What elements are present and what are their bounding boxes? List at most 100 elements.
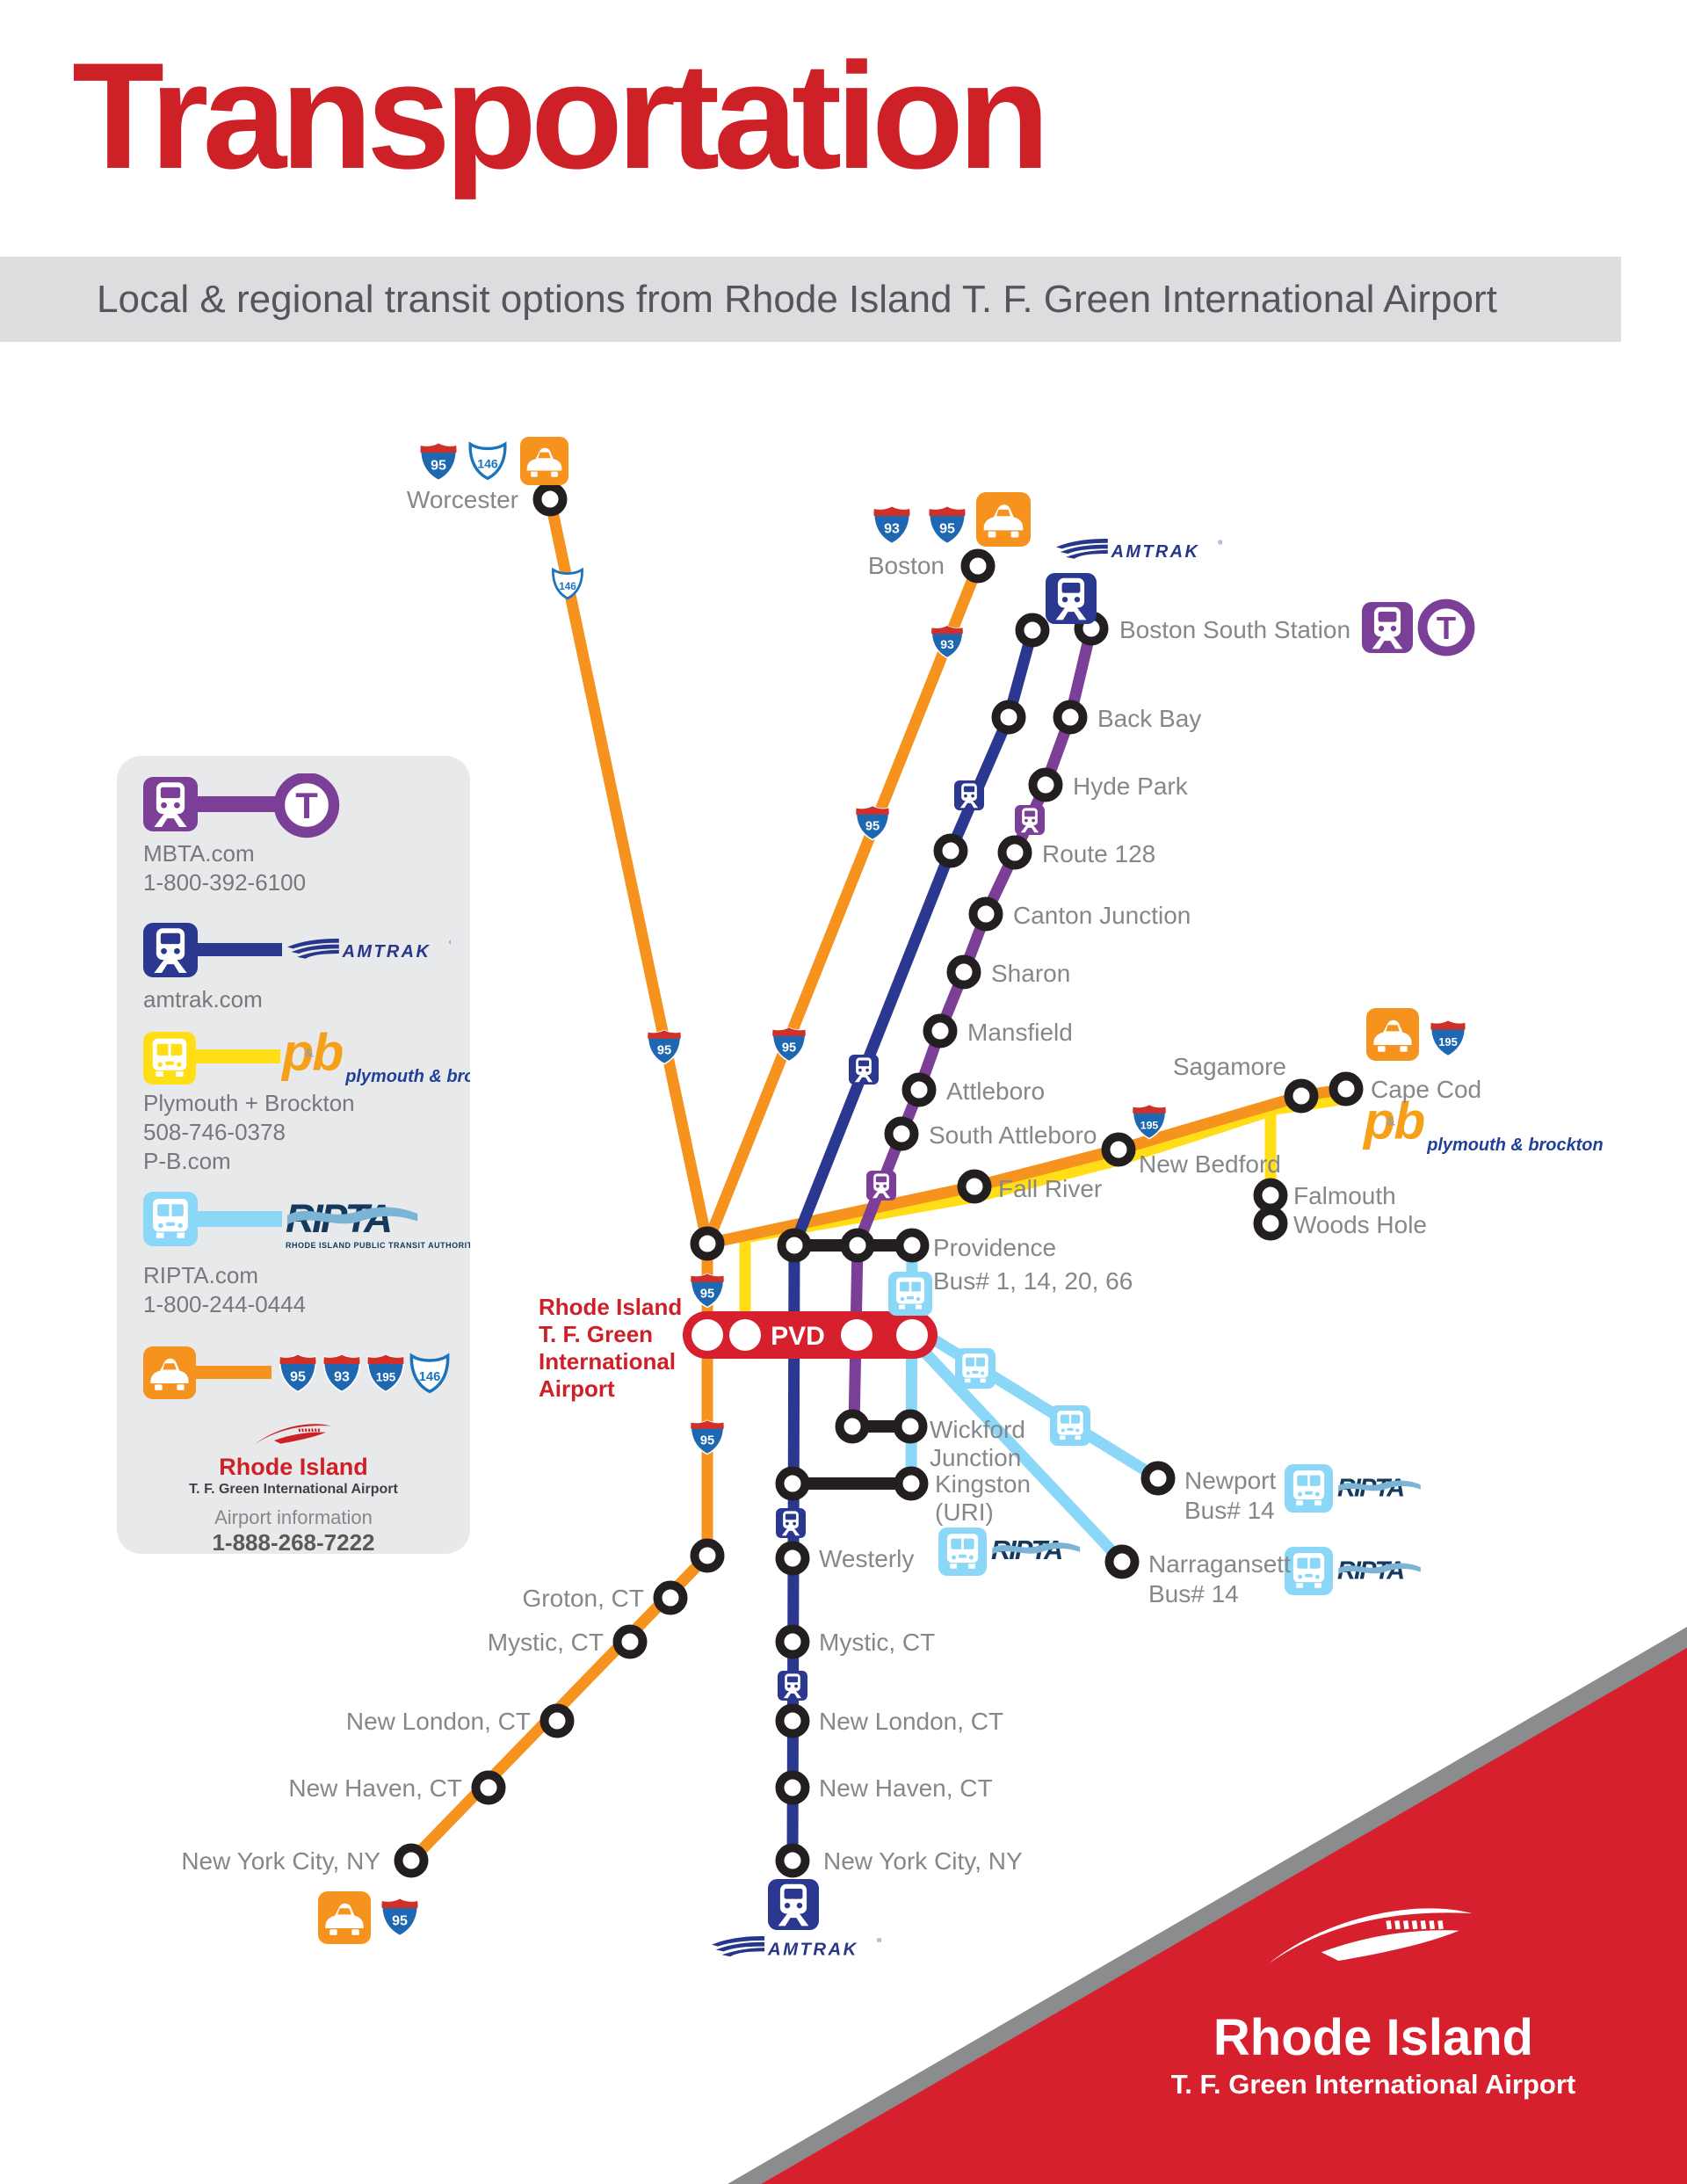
mbta-legend-art: T [143,773,340,838]
map-label: Boston [868,552,945,579]
map-label: (URI) [935,1498,994,1526]
map-label: & [305,1046,314,1060]
station-marker [775,1770,810,1805]
map-label: Attleboro [946,1077,1045,1105]
map-label: Sharon [991,960,1070,987]
map-label: ® [1218,540,1222,547]
pvd-label: PVD [771,1322,825,1351]
highway-shield-95: 95 [647,1029,682,1065]
station-marker [532,482,568,517]
map-label: T [295,785,318,826]
map-label: Westerly [819,1545,914,1572]
map-label: b [1394,1093,1425,1150]
map-label: 95 [700,1288,714,1302]
station-marker [1140,1461,1176,1496]
train-icon [1362,602,1413,653]
highway-shield-93: 93 [872,505,911,545]
map-label: 93 [940,637,954,651]
map-label: 95 [865,820,880,834]
map-label: 195 [1438,1035,1458,1048]
station-marker [471,1770,506,1805]
corner-brand-name: Rhode Island [1213,2009,1533,2066]
airport-map-label: International [539,1348,676,1375]
amtrak-legend-art: AMTRAK® [143,923,451,977]
plane-swoosh-icon [254,1424,331,1445]
car-icon [976,492,1031,547]
airport-logo-name: Rhode Island [219,1454,368,1480]
ripta-logo: RIPTA [1337,1474,1421,1502]
map-label: p [1362,1093,1395,1150]
map-label: Boston South Station [1119,616,1350,643]
map-label: b [312,1025,344,1082]
ripta-logo: RIPTA [286,1196,418,1241]
mbta-t-icon: T [1417,599,1475,657]
map-label: Junction [930,1444,1021,1471]
station-marker [957,1169,992,1204]
map-label: Wickford [930,1416,1025,1443]
highway-shield-146: 146 [409,1353,450,1394]
map-label: plymouth & brockton [344,1067,470,1086]
map-label: ® [877,1937,881,1944]
map-label: Fall River [998,1175,1102,1202]
map-label: Narragansett [1148,1550,1291,1578]
highway-shield-95: 95 [419,442,458,482]
bus-icon [1285,1547,1333,1595]
car-icon [520,437,568,485]
station-marker [1253,1206,1288,1241]
station-marker [960,548,996,584]
legend-panel: T MBTA.com 1-800-392-6100 AMTRAK® amtrak… [117,756,470,1556]
station-marker [923,1013,958,1048]
ripta-bus-icon [143,1192,198,1246]
ripta-phone: 1-800-244-0444 [143,1291,307,1317]
map-label: Back Bay [1097,705,1201,732]
station-marker [775,1541,810,1576]
station-marker [775,1624,810,1659]
train-icon [849,1055,879,1085]
map-label: Cape Cod [1371,1076,1481,1103]
highway-shield-195: 195 [1430,1019,1466,1057]
highway-shield-93: 93 [930,625,964,659]
highway-shield-95: 95 [771,1027,807,1063]
airport-logo-subname: T. F. Green International Airport [189,1482,398,1497]
amtrak-train-icon [143,923,198,977]
station-marker [1104,1544,1140,1579]
station-marker [893,1409,928,1444]
corner-brand-subname: T. F. Green International Airport [1171,2069,1575,2100]
station-marker [690,1226,725,1261]
highway-shield-93: 93 [322,1353,361,1393]
bus-icon [1050,1405,1090,1446]
map-label: New Haven, CT [288,1774,462,1802]
highway-shield-95: 95 [380,1897,419,1937]
station-marker [894,1466,929,1501]
map-label: Newport [1184,1467,1276,1494]
station-marker [653,1580,688,1615]
station-marker [835,1409,870,1444]
highway-shield-146: 146 [468,441,507,481]
station-marker [1101,1132,1136,1167]
route-line-pb-yellow-main [739,1093,1347,1341]
highway-shield-95: 95 [690,1419,725,1455]
highway-shield-195: 195 [366,1353,405,1393]
car-icon [1366,1008,1419,1061]
amtrak-logo: AMTRAK® [286,938,451,961]
map-label: p [280,1025,314,1082]
map-label: Bus# 14 [1184,1497,1275,1524]
map-label: New York City, NY [181,1847,380,1875]
ripta-legend-art: RIPTARHODE ISLAND PUBLIC TRANSIT AUTHORI… [143,1192,470,1250]
highway-shield-146: 146 [552,567,583,600]
route-line-drive-worcester [544,493,713,1250]
map-label: New London, CT [346,1708,531,1735]
pb-phone: 508-746-0378 [143,1119,286,1145]
mbta-phone: 1-800-392-6100 [143,869,307,896]
map-label: & [1387,1114,1395,1128]
mbta-url: MBTA.com [143,840,255,867]
ripta-tagline: RHODE ISLAND PUBLIC TRANSIT AUTHORITY [286,1241,470,1250]
map-label: 95 [392,1914,408,1929]
map-label: 93 [334,1370,350,1385]
map-label: 95 [290,1370,306,1385]
map-label: Mystic, CT [488,1629,604,1656]
map-label: AMTRAK [767,1940,858,1959]
